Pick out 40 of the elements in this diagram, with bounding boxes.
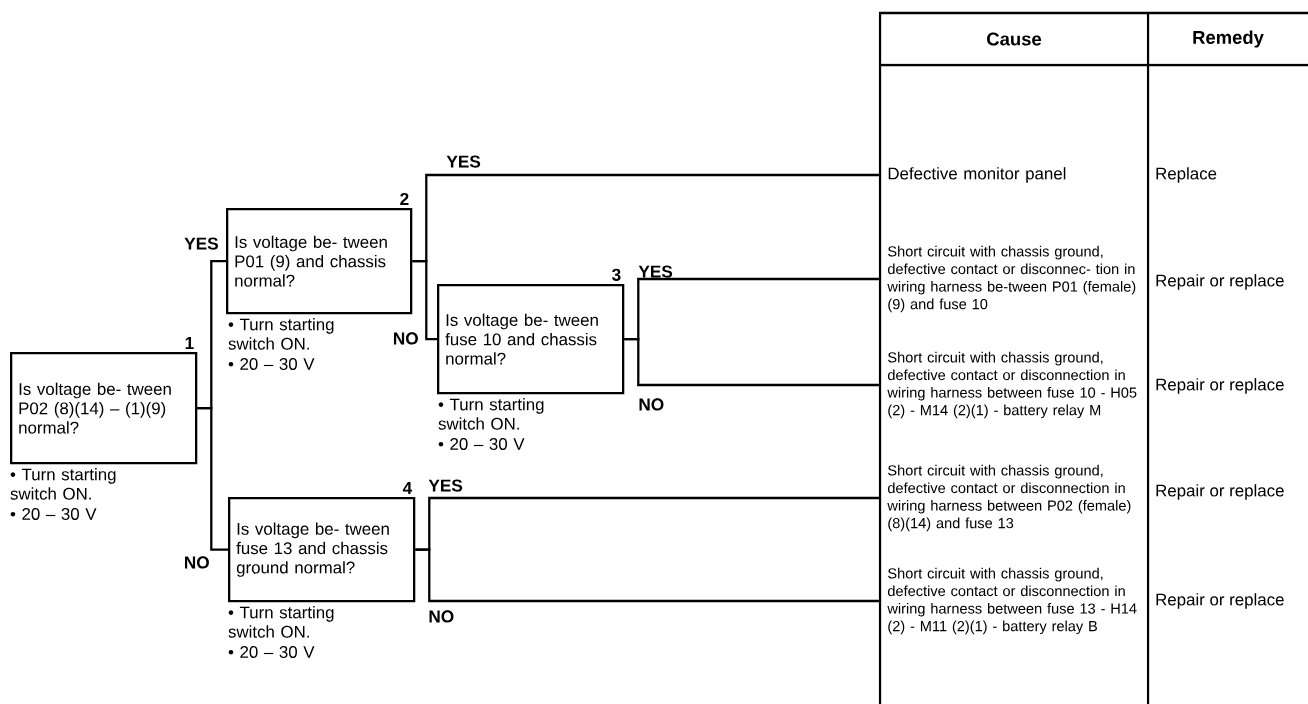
edge-label: YES: [638, 265, 673, 278]
question-box: Is voltage be- tween P01 (9) and chassis normal?: [226, 208, 413, 315]
column-header: Cause: [987, 32, 1042, 46]
edge-label: NO: [429, 610, 454, 623]
edge-label: YES: [184, 237, 218, 250]
step-number: 3: [612, 268, 621, 281]
remedy-text: Replace: [1156, 167, 1217, 183]
note-text: • Turn starting switch ON.: [228, 318, 334, 350]
note-text: • 20 – 30 V: [228, 358, 315, 370]
edge-label: YES: [428, 479, 463, 492]
cause-text: Short circuit with chassis ground, defective contact or disconnec- tion in wiring harness be-tween P01 (female) (9) and fuse 10: [887, 245, 1136, 313]
question-box: Is voltage be- tween fuse 10 and chassis normal?: [437, 284, 625, 395]
cause-text: Defective monitor panel: [888, 167, 1066, 183]
edge-label: NO: [639, 398, 664, 411]
question-box: Is voltage be- tween fuse 13 and chassis ground normal?: [228, 497, 416, 603]
remedy-text: Repair or replace: [1156, 378, 1284, 394]
edge-label: YES: [446, 155, 481, 168]
step-number: 1: [185, 337, 194, 349]
note-text: • Turn starting switch ON.: [10, 468, 116, 500]
remedy-text: Repair or replace: [1156, 484, 1284, 500]
step-number: 4: [402, 482, 413, 494]
edge-label: NO: [185, 556, 209, 569]
connector-line: [415, 548, 880, 603]
question-box: Is voltage be- tween P02 (8)(14) – (1)(9) normal?: [10, 352, 198, 465]
note-text: • 20 – 30 V: [10, 508, 97, 520]
connector-line: [624, 338, 880, 387]
connector-line: [197, 407, 228, 551]
remedy-text: Repair or replace: [1156, 593, 1284, 609]
note-text: • 20 – 30 V: [438, 438, 525, 450]
column-header: Remedy: [1193, 30, 1264, 48]
step-number: 2: [400, 192, 409, 205]
cause-text: Short circuit with chassis ground, defective contact or disconnection in wiring harness between P02 (female) (8)(14) and fuse 13: [887, 464, 1131, 532]
cause-text: Short circuit with chassis ground, defective contact or disconnection in wiring harness between fuse 13 - H14 (2) - M11 (2)(1) - battery relay B: [887, 567, 1137, 635]
edge-label: NO: [394, 332, 418, 345]
cause-text: Short circuit with chassis ground, defective contact or disconnection in wiring harness between fuse 10 - H05 (2) - M14 (2)(1) - battery relay M: [887, 351, 1137, 419]
note-text: • Turn starting switch ON.: [438, 398, 544, 430]
note-text: • 20 – 30 V: [228, 646, 315, 658]
note-text: • Turn starting switch ON.: [228, 606, 334, 638]
connector-line: [412, 260, 437, 341]
remedy-text: Repair or replace: [1156, 274, 1284, 290]
